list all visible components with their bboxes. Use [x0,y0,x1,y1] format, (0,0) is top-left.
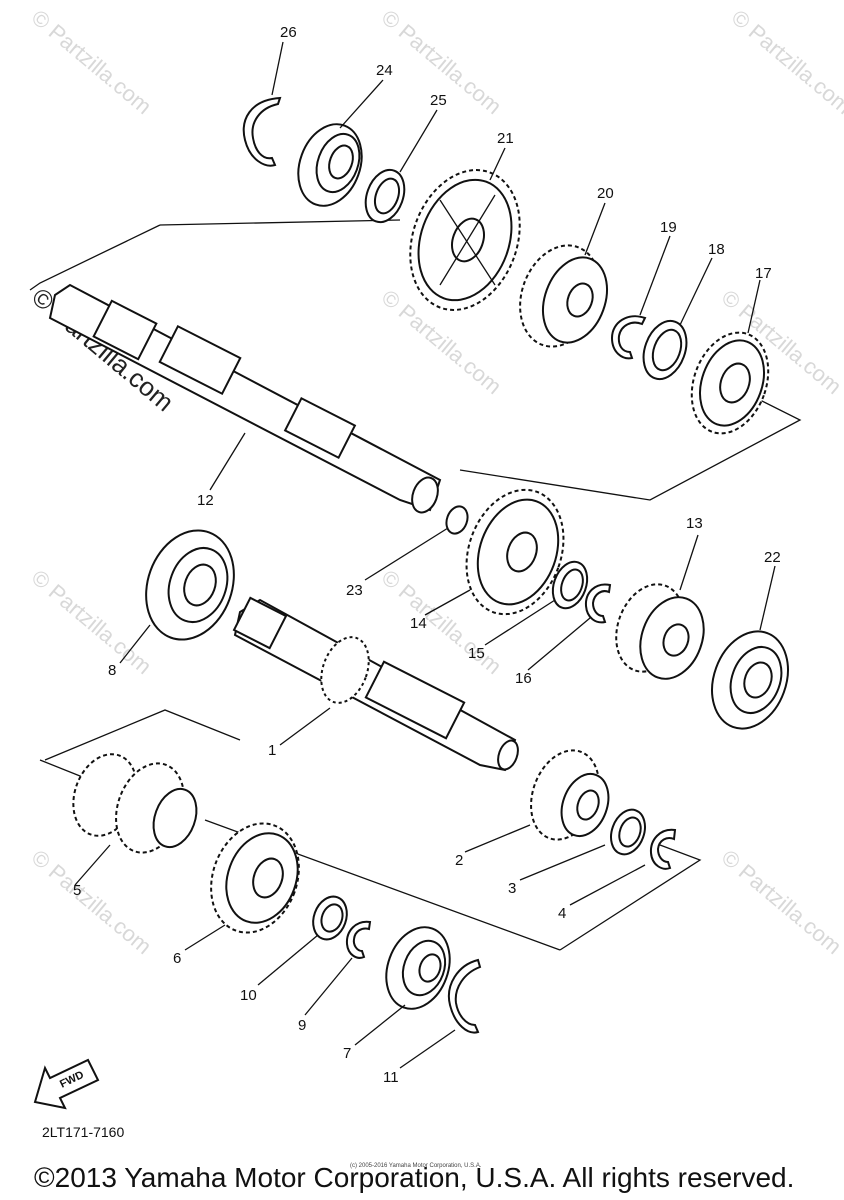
callout-23: 23 [346,582,363,599]
gear-6 [210,822,300,934]
callout-10: 10 [240,987,257,1004]
leader-lines [74,41,776,1069]
watermark: © Partzilla.com [27,565,157,679]
collar-23 [445,505,469,535]
washer-10 [312,895,348,941]
gear-21 [409,169,521,311]
callout-4: 4 [558,905,566,922]
upper-group-outline [29,224,161,291]
callout-1: 1 [268,742,276,759]
bearing-24 [297,123,363,207]
circlip-19 [610,315,647,360]
bearing-7 [385,926,451,1010]
upper-group-outline-bottom [459,399,802,501]
circlip-26 [242,96,282,167]
upper-group-outline-top [159,219,401,226]
callout-16: 16 [515,670,532,687]
diagram-part-code: 2LT171-7160 [42,1124,125,1140]
fwd-arrow-icon: FWD [33,1058,100,1110]
callout-20: 20 [597,185,614,202]
gear-13 [615,583,705,680]
callout-15: 15 [468,645,485,662]
callout-7: 7 [343,1045,351,1062]
bearing-22 [711,630,789,730]
washer-18 [642,319,688,381]
drive-axle-1 [232,596,519,772]
circlip-11 [447,958,482,1034]
bearing-8 [145,529,235,641]
circlip-4 [649,828,677,870]
watermark: © Partzilla.com [717,845,844,959]
callout-26: 26 [280,24,297,41]
callout-labels: 5 1 2 3 4 6 7 8 9 10 11 12 13 14 15 16 1… [73,24,781,1086]
callout-9: 9 [298,1017,306,1034]
gear-5 [72,753,198,854]
circlip-9 [345,920,372,959]
copyright-notice: ©2013 Yamaha Motor Corporation, U.S.A. A… [34,1162,795,1193]
washer-25 [364,168,406,224]
callout-24: 24 [376,62,393,79]
lower-group-outline [44,709,241,761]
main-axle-12 [48,283,442,514]
gear-17 [690,331,770,435]
callout-12: 12 [197,492,214,509]
washer-15 [551,560,589,610]
callout-3: 3 [508,880,516,897]
gear-2 [530,749,610,841]
callout-6: 6 [173,950,181,967]
callout-19: 19 [660,219,677,236]
callout-18: 18 [708,241,725,258]
watermark: © Partzilla.com [27,5,157,119]
small-copyright: (c) 2005-2016 Yamaha Motor Corporation, … [350,1163,482,1169]
callout-2: 2 [455,852,463,869]
gear-14 [465,488,565,616]
callout-11: 11 [383,1069,399,1086]
callout-17: 17 [755,265,772,282]
watermark: © Partzilla.com [727,5,844,119]
washer-3 [610,808,646,856]
lower-group-outline-right [559,844,702,951]
callout-13: 13 [686,515,703,532]
callout-25: 25 [430,92,447,109]
callout-8: 8 [108,662,116,679]
callout-5: 5 [73,882,81,899]
callout-21: 21 [497,130,514,147]
gear-20 [519,244,608,348]
watermark: © Partzilla.com [27,845,157,959]
callout-22: 22 [764,549,781,566]
callout-14: 14 [410,615,427,632]
circlip-16 [584,583,612,624]
